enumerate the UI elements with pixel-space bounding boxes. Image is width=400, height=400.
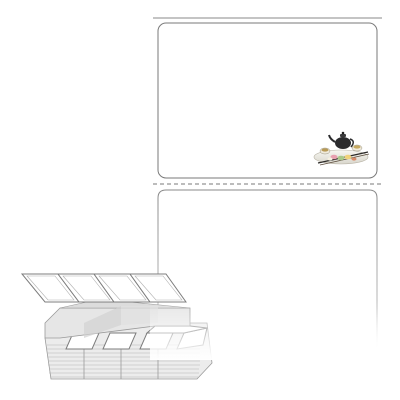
tea-set-photo [313, 131, 370, 166]
fade-overlay [150, 300, 390, 360]
stack-unfold-sheet [20, 273, 187, 303]
label-top [157, 22, 378, 179]
